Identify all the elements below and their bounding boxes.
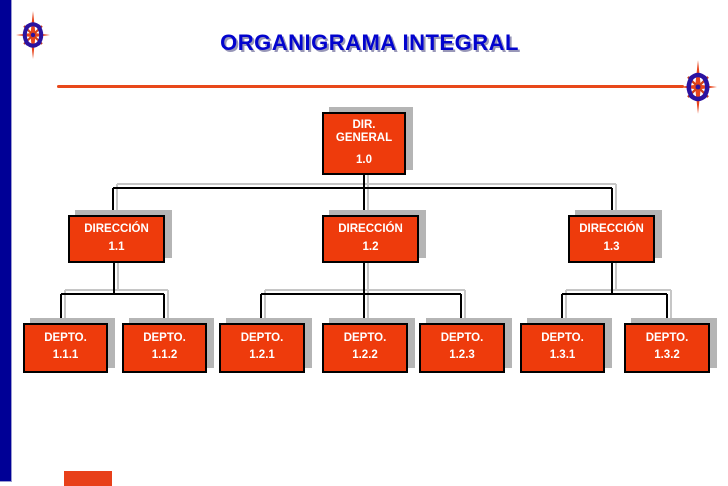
node-code: 1.1.2 (151, 349, 178, 361)
node-code: 1.3 (603, 241, 620, 253)
org-node-depto-1-2-1: DEPTO. 1.2.1 (219, 323, 305, 373)
org-node-depto-1-1-1: DEPTO. 1.1.1 (23, 323, 108, 373)
node-code: 1.0 (356, 154, 372, 166)
org-node-direccion-1-2: DIRECCIÓN 1.2 (322, 215, 419, 263)
node-code: 1.1 (108, 241, 125, 253)
footer-red-accent-bar (64, 471, 112, 486)
node-code: 1.2.3 (449, 349, 475, 361)
org-node-depto-1-1-2: DEPTO. 1.1.2 (122, 323, 207, 373)
node-code: 1.1.1 (52, 349, 79, 361)
node-label: DIRECCIÓN (338, 223, 403, 235)
org-node-depto-1-2-3: DEPTO. 1.2.3 (419, 323, 505, 373)
node-label: DEPTO. (240, 332, 284, 344)
node-label: DEPTO. (44, 332, 87, 344)
node-label: DIRECCIÓN (579, 223, 644, 235)
node-label: DIRECCIÓN (84, 223, 149, 235)
title-underline-rule (57, 85, 684, 88)
node-label: DEPTO. (143, 332, 186, 344)
slide-title: ORGANIGRAMA INTEGRAL (220, 30, 519, 55)
node-label-line1: DIR. (352, 119, 376, 131)
node-label: DEPTO. (645, 332, 689, 344)
node-code: 1.3.1 (549, 349, 576, 361)
org-node-depto-1-3-2: DEPTO. 1.3.2 (624, 323, 710, 373)
compass-rose-icon (679, 60, 717, 114)
node-code: 1.2.2 (352, 349, 378, 361)
node-code: 1.2.1 (249, 349, 275, 361)
left-edge-bar (0, 0, 12, 482)
node-label: DIR. GENERAL (336, 119, 392, 145)
node-code: 1.2 (362, 241, 379, 253)
node-label-line2: GENERAL (335, 132, 393, 144)
org-node-depto-1-2-2: DEPTO. 1.2.2 (322, 323, 408, 373)
node-code: 1.3.2 (654, 349, 680, 361)
org-node-depto-1-3-1: DEPTO. 1.3.1 (520, 323, 605, 373)
compass-rose-icon (16, 11, 50, 59)
org-node-dir-general: DIR. GENERAL 1.0 (322, 112, 406, 175)
node-label: DEPTO. (541, 332, 584, 344)
node-label: DEPTO. (440, 332, 484, 344)
node-label: DEPTO. (343, 332, 387, 344)
org-node-direccion-1-1: DIRECCIÓN 1.1 (68, 215, 165, 263)
org-node-direccion-1-3: DIRECCIÓN 1.3 (568, 215, 655, 263)
